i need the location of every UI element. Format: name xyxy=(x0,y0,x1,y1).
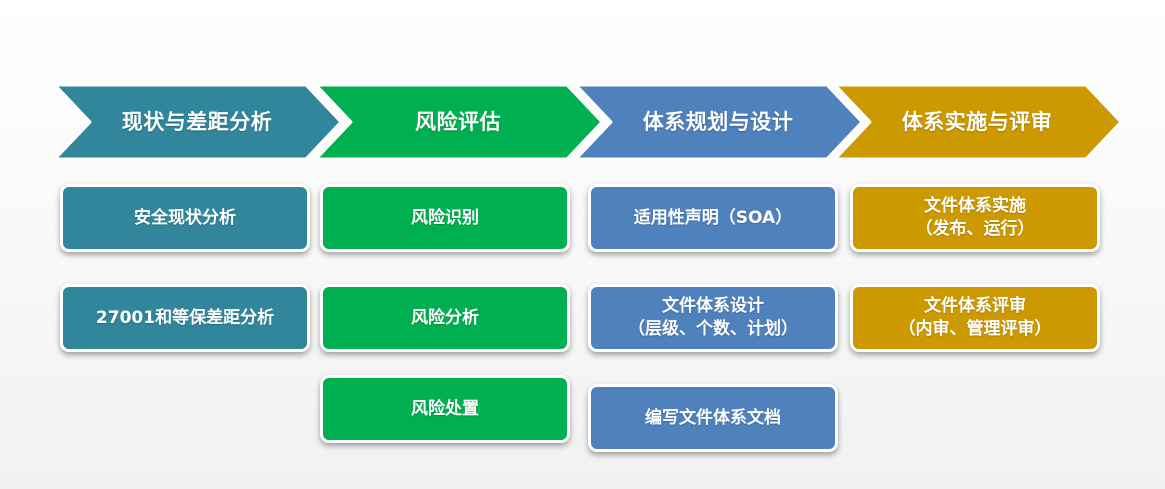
step-label: 风险识别 xyxy=(411,207,479,228)
step-label: 风险处置 xyxy=(411,398,479,419)
chevron-arrow-shape xyxy=(574,83,864,161)
step-box: 文件体系评审 （内审、管理评审） xyxy=(850,284,1100,352)
step-label: 风险分析 xyxy=(411,307,479,328)
step-label: 适用性声明（SOA） xyxy=(633,207,793,228)
phase-chevron-risk-assessment: 风险评估 xyxy=(313,82,609,162)
phase-title: 体系实施与评审 xyxy=(901,110,1053,134)
phase-chevron-gap-analysis: 现状与差距分析 xyxy=(52,82,348,162)
step-label: 编写文件体系文档 xyxy=(645,407,781,428)
phase-chevron-planning-design: 体系规划与设计 xyxy=(573,82,869,162)
step-label: 文件体系实施 （发布、运行） xyxy=(915,196,1035,239)
step-box: 编写文件体系文档 xyxy=(588,384,838,452)
step-box: 文件体系设计 （层级、个数、计划） xyxy=(588,284,838,352)
step-box: 风险分析 xyxy=(320,284,570,352)
step-box: 27001和等保差距分析 xyxy=(60,284,310,352)
phase-title: 体系规划与设计 xyxy=(642,110,794,134)
step-box: 适用性声明（SOA） xyxy=(588,184,838,252)
chevron-arrow-shape xyxy=(833,83,1123,161)
phase-title: 风险评估 xyxy=(415,110,501,134)
step-box: 安全现状分析 xyxy=(60,184,310,252)
step-box: 风险识别 xyxy=(320,184,570,252)
step-label: 安全现状分析 xyxy=(134,207,236,228)
chevron-arrow-shape xyxy=(314,83,604,161)
step-label: 27001和等保差距分析 xyxy=(95,307,275,328)
phase-chevron-implementation-review: 体系实施与评审 xyxy=(832,82,1128,162)
chevron-arrow-shape xyxy=(53,83,343,161)
step-label: 文件体系评审 （内审、管理评审） xyxy=(898,296,1052,339)
step-box: 文件体系实施 （发布、运行） xyxy=(850,184,1100,252)
step-label: 文件体系设计 （层级、个数、计划） xyxy=(628,296,798,339)
phase-title: 现状与差距分析 xyxy=(121,110,273,134)
step-box: 风险处置 xyxy=(320,375,570,443)
